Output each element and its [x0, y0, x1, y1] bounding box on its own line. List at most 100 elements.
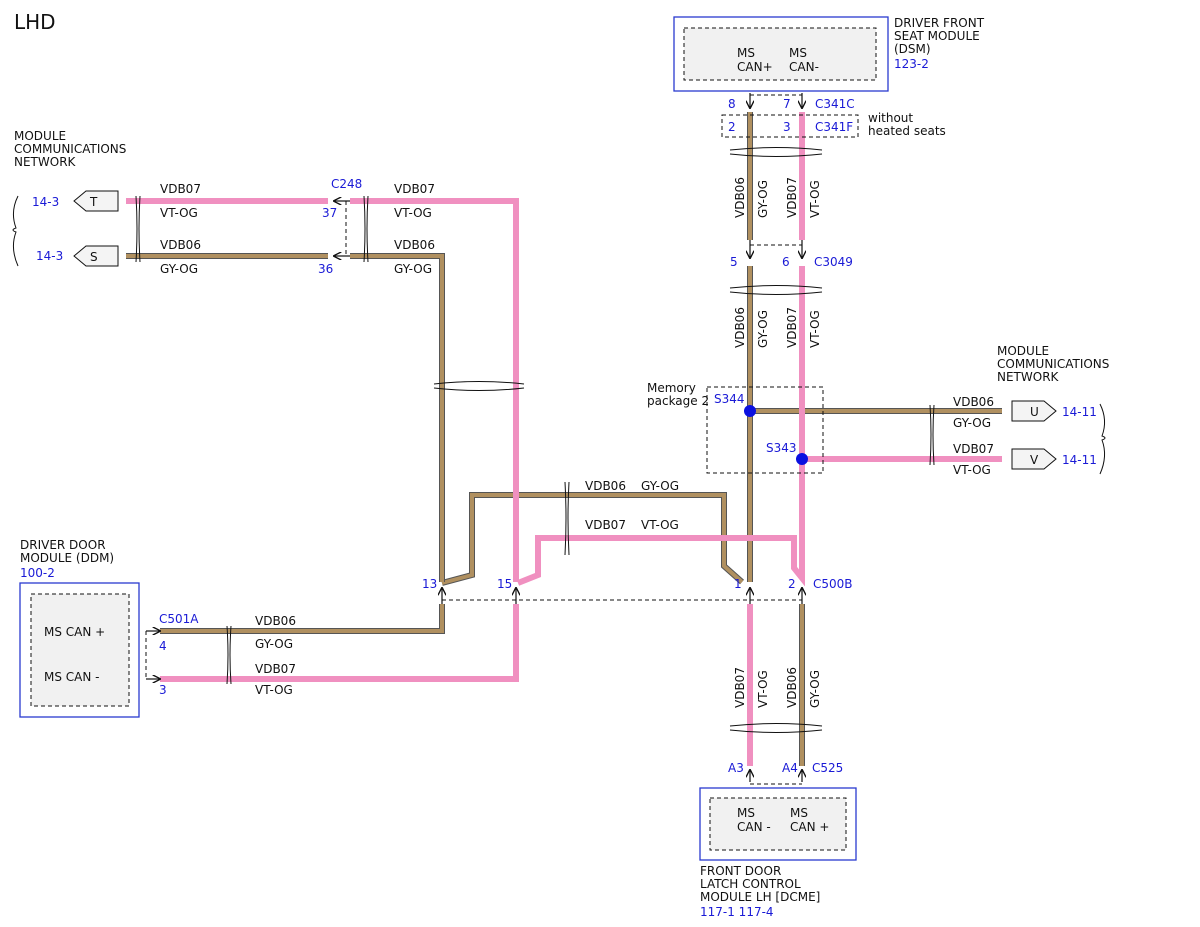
right-wire-gy-og: GY-OG [953, 416, 991, 430]
s343-splice-dot [796, 453, 808, 465]
c525-label: C525 [812, 761, 843, 775]
ddm-wire-gy-og: GY-OG [255, 637, 293, 651]
wire-vt-og-dsm [516, 112, 1002, 587]
right-v-flag [1011, 448, 1057, 470]
left-s-flag [73, 245, 119, 267]
right-brace [1099, 403, 1106, 475]
dsm-name-line2: SEAT MODULE [894, 29, 980, 43]
left-s-letter: S [90, 250, 98, 264]
ddm-module: DRIVER DOOR MODULE (DDM) 100-2 MS CAN + … [19, 538, 296, 718]
right-wire-vdb06: VDB06 [953, 395, 994, 409]
left-wire-vdb07-b: VDB07 [394, 182, 435, 196]
left-wire-gy-og-b: GY-OG [394, 262, 432, 276]
middle-loop-labels: VDB06 GY-OG VDB07 VT-OG [585, 479, 679, 532]
vertical-wire-labels: VDB06 GY-OG VDB07 VT-OG VDB06 GY-OG VDB0… [733, 177, 822, 708]
loop-vt-og: VT-OG [641, 518, 679, 532]
c500b-label: C500B [813, 577, 853, 591]
diagram-title: LHD [14, 10, 56, 34]
c341f-pin2: 2 [728, 120, 736, 134]
c341c-label: C341C [815, 97, 855, 111]
memory-package: Memory package 2 S344 S343 [647, 381, 824, 474]
right-v-ref: 14-11 [1062, 453, 1097, 467]
ddm-pin-plus: MS CAN + [44, 625, 105, 639]
dsm-pin-minus-line1: MS [789, 46, 807, 60]
left-wire-vdb07-a: VDB07 [160, 182, 201, 196]
right-u-letter: U [1030, 405, 1039, 419]
c500b-pin1: 1 [734, 577, 742, 591]
c501a-pin4: 4 [159, 639, 167, 653]
ddm-wire-vdb07: VDB07 [255, 662, 296, 676]
ddm-wire-vdb06: VDB06 [255, 614, 296, 628]
ddm-wire-vt-og: VT-OG [255, 683, 293, 697]
dcme-pin-plus-line1: MS [790, 806, 808, 820]
loop-vdb06: VDB06 [585, 479, 626, 493]
wire-label-vdb06-mid: VDB06 [733, 307, 747, 348]
c248-pin36: 36 [318, 262, 333, 276]
wire-label-vdb06-upper: VDB06 [733, 177, 747, 218]
c500b-pin13: 13 [422, 577, 437, 591]
c341c-pin8: 8 [728, 97, 736, 111]
s344-label: S344 [714, 392, 745, 406]
ddm-ref: 100-2 [20, 566, 55, 580]
c3049-label: C3049 [814, 255, 853, 269]
wire-label-vt-og-upper: VT-OG [808, 180, 822, 218]
dsm-pin-minus-line2: CAN- [789, 60, 819, 74]
c248-label: C248 [331, 177, 362, 191]
dsm-name-line1: DRIVER FRONT [894, 16, 985, 30]
dcme-module: MS CAN - MS CAN + FRONT DOOR LATCH CONTR… [699, 787, 857, 919]
module-comm-right-line1: MODULE [997, 344, 1049, 358]
right-v-letter: V [1030, 453, 1039, 467]
ddm-name-line1: DRIVER DOOR [20, 538, 106, 552]
dsm-pin-plus-line2: CAN+ [737, 60, 773, 74]
dcme-ref: 117-1 117-4 [700, 905, 774, 919]
dcme-name-line2: LATCH CONTROL [700, 877, 801, 891]
c525-pinA3: A3 [728, 761, 744, 775]
c500b-pin15: 15 [497, 577, 512, 591]
dcme-pin-minus-line2: CAN - [737, 820, 771, 834]
left-wire-vt-og-b: VT-OG [394, 206, 432, 220]
memory-package-line1: Memory [647, 381, 696, 395]
c341f-optional-box [721, 114, 859, 138]
c501a-label: C501A [159, 612, 199, 626]
c248-pin37: 37 [322, 206, 337, 220]
right-u-flag [1011, 400, 1057, 422]
dsm-ref: 123-2 [894, 57, 929, 71]
left-t-letter: T [89, 195, 98, 209]
c525-pinA4: A4 [782, 761, 798, 775]
wire-ddm [160, 604, 519, 682]
memory-package-line2: package 2 [647, 394, 709, 408]
left-t-ref: 14-3 [32, 195, 59, 209]
wire-gy-og-dsm [441, 112, 1002, 586]
module-comm-right: MODULE COMMUNICATIONS NETWORK VDB06 GY-O… [953, 344, 1109, 477]
module-comm-left-line3: NETWORK [14, 155, 77, 169]
dcme-name-line1: FRONT DOOR [700, 864, 781, 878]
loop-gy-og: GY-OG [641, 479, 679, 493]
dsm-name-line3: (DSM) [894, 42, 931, 56]
module-comm-left-line1: MODULE [14, 129, 66, 143]
module-comm-left-line2: COMMUNICATIONS [14, 142, 126, 156]
c501a-pin3: 3 [159, 683, 167, 697]
module-comm-left: MODULE COMMUNICATIONS NETWORK 14-3 14-3 … [12, 129, 435, 276]
wire-label-gy-og-upper: GY-OG [756, 180, 770, 218]
right-wire-vt-og: VT-OG [953, 463, 991, 477]
without-heated-seats-line2: heated seats [868, 124, 946, 138]
wires [126, 112, 1002, 766]
c500b-pin2: 2 [788, 577, 796, 591]
connector-ties [145, 94, 802, 785]
left-wire-vdb06-b: VDB06 [394, 238, 435, 252]
left-wire-vt-og-a: VT-OG [160, 206, 198, 220]
loop-vdb07: VDB07 [585, 518, 626, 532]
s344-splice-dot [744, 405, 756, 417]
wire-label-gy-og-mid: GY-OG [756, 310, 770, 348]
left-brace [12, 195, 19, 267]
without-heated-seats-line1: without [868, 111, 913, 125]
dsm-module: MS CAN+ MS CAN- DRIVER FRONT SEAT MODULE… [673, 16, 985, 92]
ddm-name-line2: MODULE (DDM) [20, 551, 114, 565]
wire-vt-og-left [126, 198, 519, 582]
dcme-pin-minus-line1: MS [737, 806, 755, 820]
c3049-pin5: 5 [730, 255, 738, 269]
twist-symbols [135, 147, 935, 733]
c3049-pin6: 6 [782, 255, 790, 269]
s343-label: S343 [766, 441, 797, 455]
